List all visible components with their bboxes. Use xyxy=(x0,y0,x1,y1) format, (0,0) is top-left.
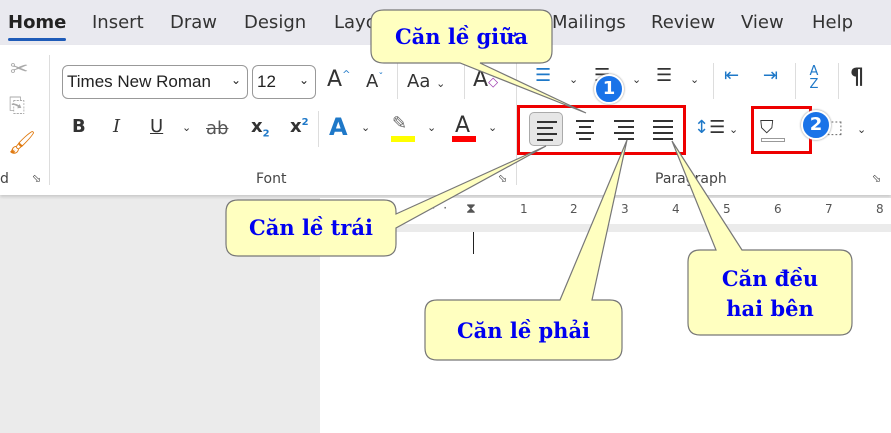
font-size-combo[interactable]: 12 ⌄ xyxy=(252,65,316,99)
chevron-down-icon[interactable]: ⌄ xyxy=(569,73,579,86)
chevron-down-icon: ⌄ xyxy=(230,73,241,87)
show-formatting-button[interactable]: ¶ xyxy=(850,65,864,90)
divider xyxy=(516,55,517,185)
chevron-down-icon[interactable]: ⌄ xyxy=(427,121,437,134)
clipboard-group-label: d xyxy=(0,171,9,187)
multilevel-list-icon[interactable]: ☰ xyxy=(656,65,673,86)
ruler-tick: 7 xyxy=(825,202,833,216)
chevron-down-icon[interactable]: ⌄ xyxy=(488,121,498,134)
callout-left xyxy=(225,145,547,257)
callout-right-text: Căn lề phải xyxy=(456,318,591,343)
chevron-down-icon: ⌄ xyxy=(298,73,309,87)
ribbon: ✂ ⎘ 🖌 d ⬂ Times New Roman⌄ 12⌄ A^ Aˇ Aa … xyxy=(0,45,891,195)
ruler-tick: 2 xyxy=(570,202,578,216)
text-effects-button[interactable]: A xyxy=(329,113,348,141)
tab-draw[interactable]: Draw xyxy=(170,12,218,33)
font-color-button[interactable]: A xyxy=(455,113,471,138)
tab-design[interactable]: Design xyxy=(244,12,307,33)
shading-color-bar xyxy=(761,138,785,142)
callout-left-text: Căn lề trái xyxy=(249,215,373,240)
subscript-button[interactable]: x2 xyxy=(251,116,270,140)
format-painter-icon[interactable]: 🖌 xyxy=(8,131,36,156)
indent-marker-icon[interactable]: ⧗ xyxy=(466,201,476,217)
chevron-down-icon[interactable]: ⌄ xyxy=(857,123,867,136)
bullets-icon[interactable]: ☰ xyxy=(535,65,552,86)
subscript-glyph: x xyxy=(251,116,263,137)
callout-justify xyxy=(671,140,853,336)
decrease-indent-icon[interactable]: ⇤ xyxy=(724,65,740,86)
font-size-value: 12 xyxy=(257,72,276,91)
tab-insert[interactable]: Insert xyxy=(92,12,144,33)
ruler-tick: 1 xyxy=(520,202,528,216)
font-launcher-icon[interactable]: ⬂ xyxy=(498,172,508,185)
change-case-button[interactable]: Aa ⌄ xyxy=(407,71,446,92)
divider xyxy=(464,63,465,99)
badge-1: 1 xyxy=(594,74,624,104)
divider xyxy=(713,63,714,99)
grow-font-icon[interactable]: A^ xyxy=(327,67,351,92)
badge-2: 2 xyxy=(801,110,831,140)
alignment-highlight-box xyxy=(517,105,686,155)
highlight-color-bar xyxy=(391,136,415,142)
callout-right xyxy=(424,139,628,361)
divider xyxy=(397,63,398,99)
shrink-font-glyph: A xyxy=(366,71,379,92)
tab-mailings[interactable]: Mailings xyxy=(552,12,626,33)
ribbon-tabs: Home Insert Draw Design Layout Mailings … xyxy=(0,0,891,45)
callout-justify-text-1: Căn đều xyxy=(721,266,819,291)
ruler-tick: 6 xyxy=(774,202,782,216)
divider xyxy=(49,55,50,185)
clear-formatting-icon[interactable]: A◇ xyxy=(473,67,499,92)
paragraph-launcher-icon[interactable]: ⬂ xyxy=(872,172,882,185)
divider xyxy=(838,63,839,99)
clipboard-launcher-icon[interactable]: ⬂ xyxy=(32,172,42,185)
ruler-tick: 5 xyxy=(723,202,731,216)
grow-font-glyph: A xyxy=(327,67,343,92)
change-case-label: Aa xyxy=(407,71,431,92)
superscript-button[interactable]: x2 xyxy=(290,116,309,137)
align-right-button[interactable] xyxy=(607,112,641,146)
font-group-label: Font xyxy=(256,171,287,187)
tab-home[interactable]: Home xyxy=(8,12,67,41)
align-center-button[interactable] xyxy=(568,112,602,146)
font-name-combo[interactable]: Times New Roman ⌄ xyxy=(62,65,248,99)
divider xyxy=(318,111,319,147)
underline-button[interactable]: U xyxy=(150,116,164,137)
chevron-down-icon[interactable]: ⌄ xyxy=(729,123,739,136)
chevron-down-icon[interactable]: ⌄ xyxy=(361,121,371,134)
callout-justify-text-2: hai bên xyxy=(726,296,814,321)
callout-center xyxy=(370,9,587,114)
ruler-tick: 8 xyxy=(876,202,884,216)
increase-indent-icon[interactable]: ⇥ xyxy=(763,65,779,86)
chevron-down-icon[interactable]: ⌄ xyxy=(632,73,642,86)
strikethrough-button[interactable]: ab xyxy=(206,118,229,139)
copy-icon[interactable]: ⎘ xyxy=(9,93,25,117)
sort-icon[interactable]: A Z xyxy=(809,64,819,92)
font-color-bar xyxy=(452,136,476,142)
shrink-font-icon[interactable]: Aˇ xyxy=(366,71,384,92)
font-name-value: Times New Roman xyxy=(67,72,211,91)
tab-view[interactable]: View xyxy=(741,12,784,33)
ruler-tick: 3 xyxy=(621,202,629,216)
cut-icon[interactable]: ✂ xyxy=(10,57,29,82)
justify-button[interactable] xyxy=(646,112,680,146)
chevron-down-icon[interactable]: ⌄ xyxy=(690,73,700,86)
highlight-icon[interactable]: ✎ xyxy=(392,113,408,134)
align-left-button[interactable] xyxy=(529,112,563,146)
shading-icon[interactable]: ⛉ xyxy=(760,117,774,138)
line-spacing-icon[interactable]: ↕☰ xyxy=(694,117,726,138)
tab-help[interactable]: Help xyxy=(812,12,854,33)
text-cursor xyxy=(473,232,474,254)
ruler-tick: 4 xyxy=(672,202,680,216)
tab-review[interactable]: Review xyxy=(651,12,716,33)
italic-button[interactable]: I xyxy=(113,116,121,137)
divider xyxy=(795,63,796,99)
superscript-glyph: x xyxy=(290,116,302,137)
underline-dropdown-icon[interactable]: ⌄ xyxy=(182,121,192,134)
bold-button[interactable]: B xyxy=(72,116,86,137)
callout-center-text: Căn lề giữa xyxy=(394,24,529,49)
